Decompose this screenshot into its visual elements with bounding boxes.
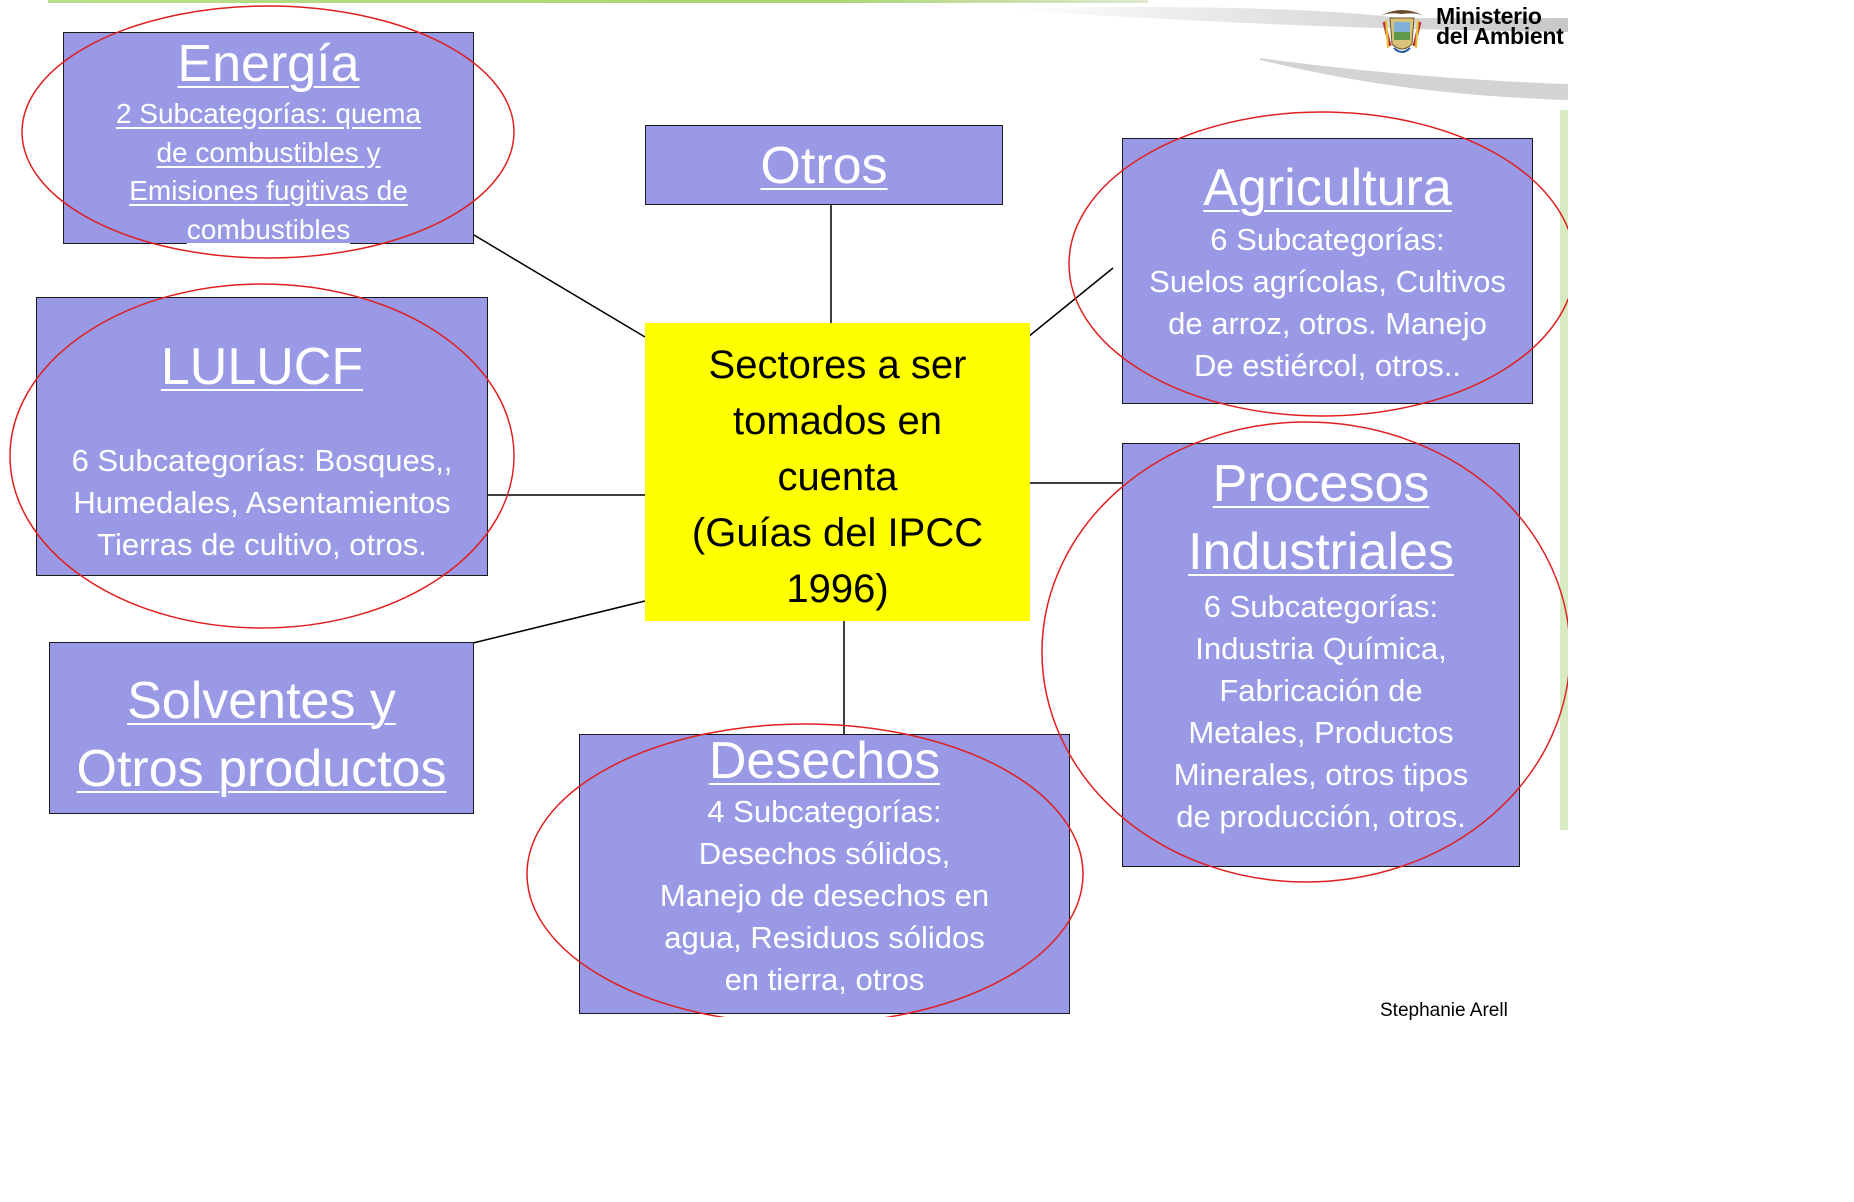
ministry-name: Ministerio del Ambient — [1436, 3, 1564, 49]
agricultura-line-3: de arroz, otros. Manejo — [1168, 306, 1487, 342]
solventes-title-line-1: Solventes y — [127, 672, 396, 730]
procesos-line-4: Metales, Productos — [1188, 715, 1454, 750]
procesos-line-1: 6 Subcategorías: — [1203, 589, 1439, 624]
lulucf-subcategories: 6 Subcategorías: Bosques,, Humedales, As… — [37, 440, 487, 566]
header-swoosh — [1010, 7, 1568, 32]
energia-subcategories: 2 Subcategorías: quema de combustibles y… — [64, 95, 473, 249]
procesos-line-6: de producción, otros. — [1176, 799, 1466, 834]
header-green-bar — [48, 0, 1148, 3]
desechos-line-2: Desechos sólidos, — [698, 836, 951, 871]
otros-title: Otros — [760, 137, 888, 195]
center-line-5: 1996) — [786, 567, 889, 611]
right-edge-green — [1560, 110, 1568, 830]
energia-line-3: Emisiones fugitivas de — [129, 175, 408, 207]
energia-box: Energía 2 Subcategorías: quema de combus… — [63, 32, 474, 245]
desechos-line-3: Manejo de desechos en — [659, 878, 990, 913]
desechos-box: Desechos 4 Subcategorías: Desechos sólid… — [579, 734, 1070, 1014]
desechos-line-4: agua, Residuos sólidos — [664, 920, 985, 955]
lulucf-title: LULUCF — [160, 338, 364, 396]
procesos-title-line-1: Procesos — [1212, 455, 1430, 513]
procesos-box: Procesos Industriales 6 Subcategorías: I… — [1122, 443, 1520, 867]
otros-box: Otros — [645, 125, 1003, 205]
solventes-title: Solventes y Otros productos — [50, 667, 473, 803]
energia-line-4: combustibles — [186, 213, 351, 245]
center-box: Sectores a ser tomados en cuenta (Guías … — [645, 323, 1030, 621]
desechos-line-1: 4 Subcategorías: — [707, 794, 942, 829]
energia-title: Energía — [177, 35, 360, 93]
lulucf-line-3: Tierras de cultivo, otros. — [97, 527, 427, 563]
procesos-title: Procesos Industriales — [1123, 450, 1519, 586]
coat-of-arms-icon — [1380, 10, 1424, 53]
procesos-line-2: Industria Química, — [1195, 631, 1447, 666]
center-line-1: Sectores a ser — [708, 343, 967, 387]
lulucf-line-1: 6 Subcategorías: Bosques,, — [71, 443, 453, 479]
procesos-line-5: Minerales, otros tipos — [1173, 757, 1469, 792]
ministry-line-1: Ministerio — [1436, 3, 1542, 29]
solventes-box: Solventes y Otros productos — [49, 642, 474, 814]
desechos-subcategories: 4 Subcategorías: Desechos sólidos, Manej… — [580, 791, 1069, 1001]
ministry-logo: Ministerio del Ambient — [1370, 2, 1568, 62]
author-footer: Stephanie Arell — [1380, 1000, 1508, 1021]
agricultura-title: Agricultura — [1203, 159, 1452, 217]
desechos-title: Desechos — [708, 732, 941, 790]
lulucf-line-2: Humedales, Asentamientos — [73, 485, 451, 521]
solventes-title-line-2: Otros productos — [76, 740, 447, 798]
agricultura-line-2: Suelos agrícolas, Cultivos — [1149, 264, 1506, 300]
agricultura-line-4: De estiércol, otros.. — [1193, 348, 1462, 384]
header-swoosh-lower — [1260, 58, 1568, 100]
procesos-subcategories: 6 Subcategorías: Industria Química, Fabr… — [1123, 586, 1519, 838]
agricultura-subcategories: 6 Subcategorías: Suelos agrícolas, Culti… — [1123, 219, 1532, 387]
energia-line-1: 2 Subcategorías: quema — [115, 98, 422, 130]
desechos-line-5: en tierra, otros — [724, 962, 925, 997]
ministry-line-2: del Ambient — [1436, 23, 1564, 49]
center-line-2: tomados en — [732, 399, 943, 443]
agricultura-box: Agricultura 6 Subcategorías: Suelos agrí… — [1122, 138, 1533, 404]
diagram-slide: Energía 2 Subcategorías: quema de combus… — [9, 0, 1568, 1021]
lulucf-box: LULUCF 6 Subcategorías: Bosques,, Humeda… — [36, 297, 488, 576]
procesos-line-3: Fabricación de — [1219, 673, 1423, 708]
center-line-3: cuenta — [777, 455, 898, 499]
connector-solventes — [472, 600, 646, 644]
procesos-title-line-2: Industriales — [1188, 523, 1454, 581]
center-line-4: (Guías del IPCC — [691, 511, 984, 555]
agricultura-line-1: 6 Subcategorías: — [1210, 222, 1445, 258]
connector-agricultura — [1027, 267, 1114, 338]
energia-line-2: de combustibles y — [156, 136, 381, 168]
